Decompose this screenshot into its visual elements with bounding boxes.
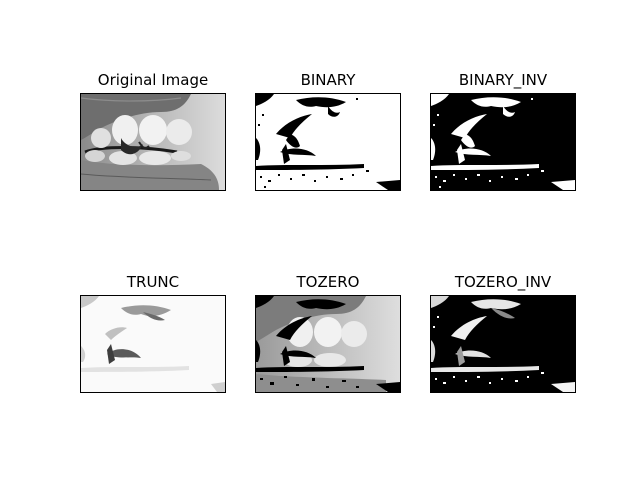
binary-image (256, 94, 400, 190)
image-frame (80, 93, 226, 191)
panel-title: BINARY (300, 71, 356, 89)
trunc-image (81, 296, 225, 392)
tozero-inv-image (431, 296, 575, 392)
panel-title: Original Image (97, 71, 209, 89)
panel-title: BINARY_INV (458, 71, 548, 89)
original-image (81, 94, 225, 190)
image-frame (255, 295, 401, 393)
image-frame (80, 295, 226, 393)
image-frame (255, 93, 401, 191)
panel-title: TOZERO_INV (454, 273, 552, 291)
panel-title: TRUNC (126, 273, 180, 291)
tozero-image (256, 296, 400, 392)
panel-title: TOZERO (296, 273, 360, 291)
binary-inv-image (431, 94, 575, 190)
image-frame (430, 295, 576, 393)
image-frame (430, 93, 576, 191)
